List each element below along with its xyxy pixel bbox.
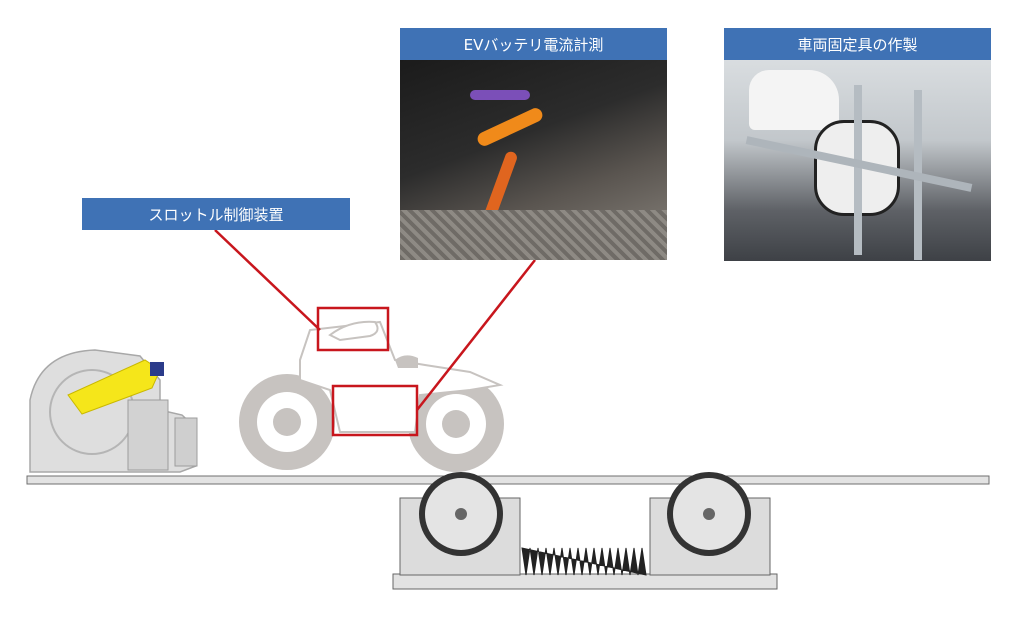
- motorcycle: [239, 320, 504, 472]
- label-battery-current: EVバッテリ電流計測: [400, 28, 667, 60]
- battery-current-photo: [400, 60, 667, 260]
- roller-dyno: [392, 472, 778, 590]
- callout-lines: [214, 229, 536, 437]
- throttle-actuator-dyno: [29, 349, 198, 473]
- label-vehicle-fixture: 車両固定具の作製: [724, 28, 991, 60]
- label-throttle-controller: スロットル制御装置: [82, 198, 350, 230]
- base-plate: [26, 475, 990, 485]
- vehicle-fixture-photo: [724, 60, 991, 261]
